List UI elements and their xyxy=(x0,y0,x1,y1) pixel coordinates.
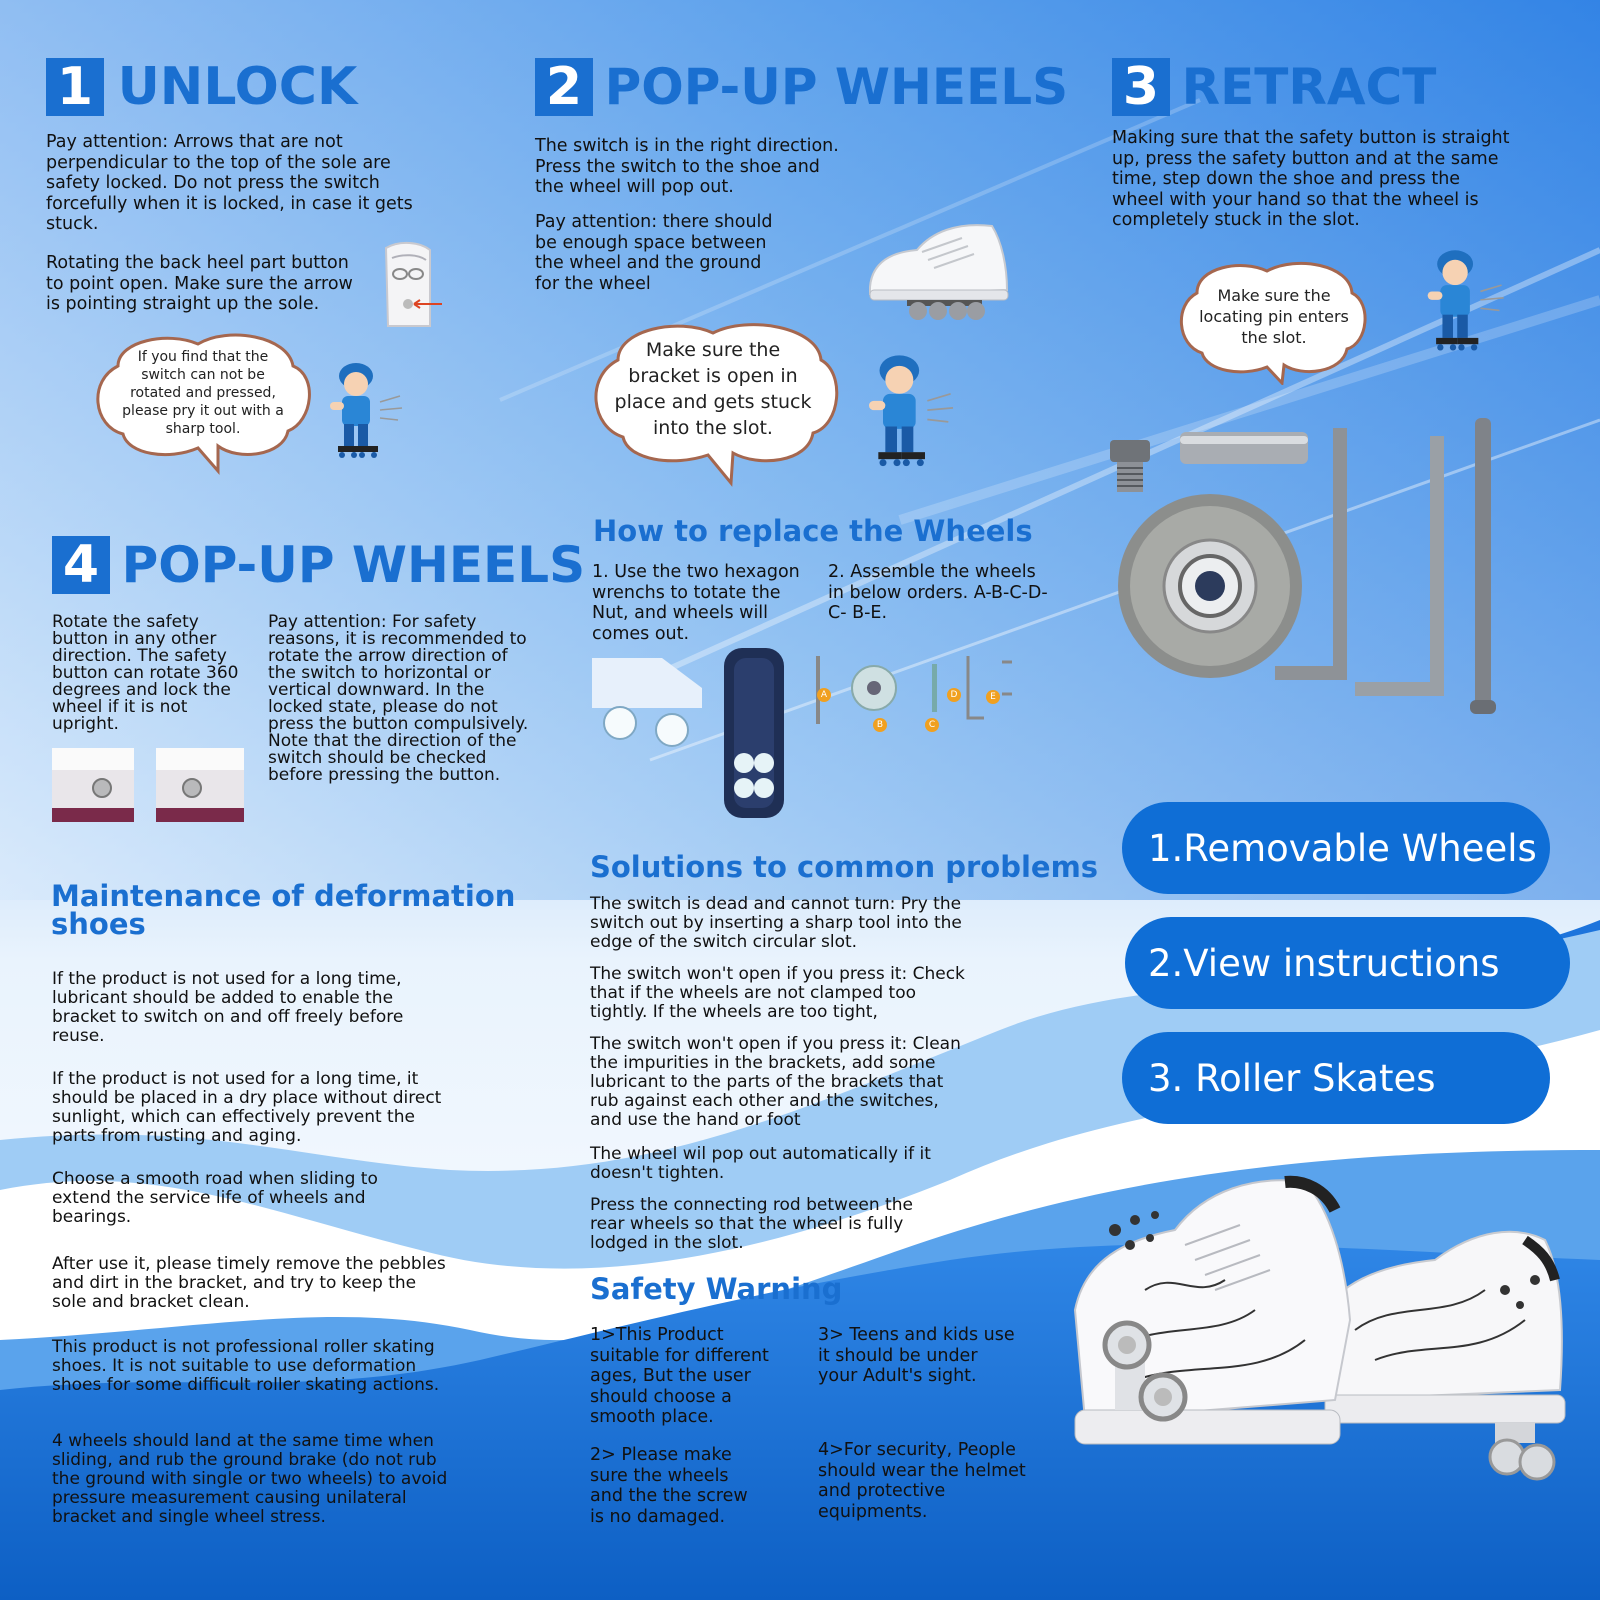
step2-para2: Pay attention: there should be enough sp… xyxy=(535,212,773,294)
step3-heading: 3 RETRACT xyxy=(1112,58,1436,116)
kid-skater-icon xyxy=(869,355,954,467)
step1-bubble-text: If you find that the switch can not be r… xyxy=(122,349,284,437)
safety-item-1: 1>This Product suitable for different ag… xyxy=(590,1325,769,1427)
step4-col2: Pay attention: For safety reasons, it is… xyxy=(268,612,529,785)
roller-skate-shoes-photo xyxy=(1073,1175,1566,1481)
solution-item-5: Press the connecting rod between the rea… xyxy=(590,1195,913,1253)
feature-pill-label: 2.View instructions xyxy=(1148,941,1500,985)
step1-para2: Rotating the back heel part button to po… xyxy=(46,253,353,314)
maintenance-title: Maintenance of deformation shoes xyxy=(51,879,516,941)
step2-heading: 2 POP-UP WHEELS xyxy=(535,58,1068,116)
replace-title: How to replace the Wheels xyxy=(593,514,1033,548)
wheel-hardware-parts xyxy=(1110,418,1496,714)
step1-para1: Pay attention: Arrows that are not perpe… xyxy=(46,132,413,234)
part-label-e: E xyxy=(986,690,1000,704)
step3-number: 3 xyxy=(1112,58,1170,116)
part-label-b: B xyxy=(873,718,887,732)
feature-pill-view-instructions: 2.View instructions xyxy=(1125,917,1570,1009)
safety-item-3: 3> Teens and kids use it should be under… xyxy=(818,1325,1015,1386)
step2-bubble: Make sure the bracket is open in place a… xyxy=(583,315,845,487)
step3-para1: Making sure that the safety button is st… xyxy=(1112,128,1510,230)
part-label-d: D xyxy=(947,688,961,702)
step3-bubble-text: Make sure the locating pin enters the sl… xyxy=(1199,286,1349,347)
step2-bubble-text: Make sure the bracket is open in place a… xyxy=(614,339,812,439)
wheel-replacement-diagram xyxy=(592,648,1012,818)
solution-item-4: The wheel wil pop out automatically if i… xyxy=(590,1144,931,1183)
safety-title: Safety Warning xyxy=(590,1272,843,1306)
solutions-title: Solutions to common problems xyxy=(590,850,1099,884)
replace-step2: 2. Assemble the wheels in below orders. … xyxy=(828,562,1048,623)
part-label-c: C xyxy=(925,718,939,732)
feature-pill-roller-skates: 3. Roller Skates xyxy=(1122,1032,1550,1124)
safety-item-4: 4>For security, People should wear the h… xyxy=(818,1440,1026,1522)
maintenance-item-2: If the product is not used for a long ti… xyxy=(52,1069,442,1146)
step3-title: RETRACT xyxy=(1181,58,1437,116)
white-shoe-icon xyxy=(869,224,1009,320)
solution-item-2: The switch won't open if you press it: C… xyxy=(590,964,965,1022)
solution-item-3: The switch won't open if you press it: C… xyxy=(590,1034,961,1130)
maintenance-item-3: Choose a smooth road when sliding to ext… xyxy=(52,1169,378,1227)
feature-pill-removable-wheels: 1.Removable Wheels xyxy=(1122,802,1550,894)
maintenance-item-1: If the product is not used for a long ti… xyxy=(52,969,404,1046)
feature-pill-label: 3. Roller Skates xyxy=(1148,1056,1436,1100)
step1-bubble: If you find that the switch can not be r… xyxy=(88,326,318,476)
step2-title: POP-UP WHEELS xyxy=(604,58,1069,116)
replace-step1: 1. Use the two hexagon wrenchs to totate… xyxy=(592,562,800,644)
step1-title: UNLOCK xyxy=(117,57,358,117)
kid-skater-icon xyxy=(330,363,403,458)
step3-bubble: Make sure the locating pin enters the sl… xyxy=(1172,255,1372,385)
part-label-a: A xyxy=(817,688,831,702)
step4-col1: Rotate the safety button in any other di… xyxy=(52,612,239,734)
step4-heading: 4 POP-UP WHEELS xyxy=(52,536,585,594)
maintenance-item-5: This product is not professional roller … xyxy=(52,1337,440,1395)
step4-number: 4 xyxy=(52,536,110,594)
safety-item-2: 2> Please make sure the wheels and the t… xyxy=(590,1445,748,1527)
maintenance-item-6: 4 wheels should land at the same time wh… xyxy=(52,1431,448,1527)
safety-button-photos xyxy=(52,748,244,822)
maintenance-item-4: After use it, please timely remove the p… xyxy=(52,1254,446,1312)
shoe-heel-icon xyxy=(384,242,442,327)
step1-number: 1 xyxy=(46,58,104,116)
solution-item-1: The switch is dead and cannot turn: Pry … xyxy=(590,894,962,952)
step2-para1: The switch is in the right direction. Pr… xyxy=(535,136,839,197)
feature-pill-label: 1.Removable Wheels xyxy=(1148,826,1537,870)
step2-number: 2 xyxy=(535,58,593,116)
step4-title: POP-UP WHEELS xyxy=(121,536,586,594)
kid-skater-icon xyxy=(1427,250,1504,351)
step1-heading: 1 UNLOCK xyxy=(46,58,357,116)
